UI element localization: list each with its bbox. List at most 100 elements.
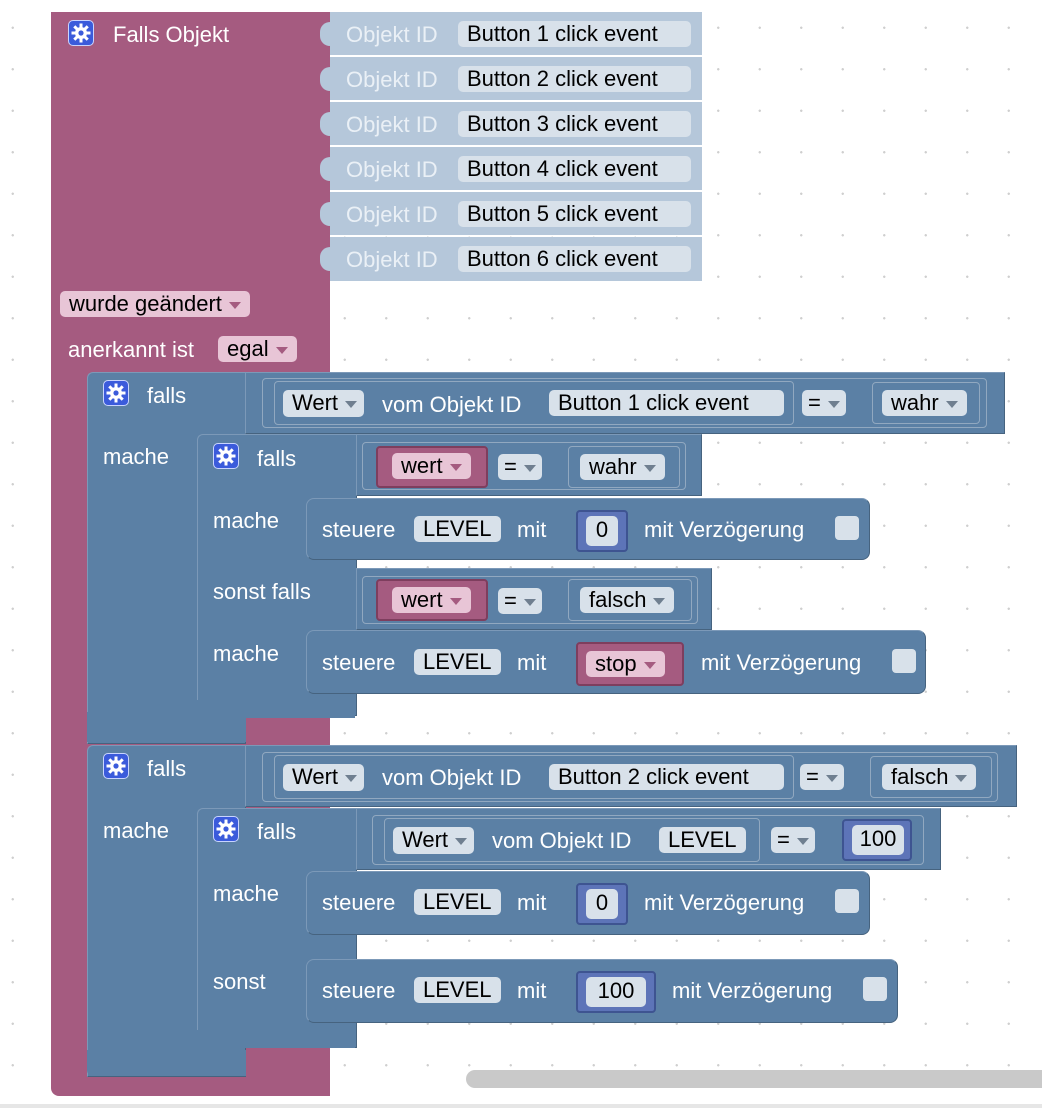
- chevron-down-icon: [523, 598, 536, 606]
- target-field[interactable]: LEVEL: [414, 516, 501, 542]
- target-field[interactable]: LEVEL: [414, 889, 501, 915]
- if-block-2-foot: [87, 1050, 246, 1076]
- control-label: steuere: [322, 517, 396, 542]
- variable-label: wert: [401, 453, 443, 478]
- gear-icon[interactable]: [103, 753, 129, 779]
- delay-checkbox[interactable]: [835, 516, 859, 540]
- chevron-down-icon: [653, 597, 666, 605]
- stop-dropdown[interactable]: stop: [586, 651, 665, 677]
- variable-dropdown[interactable]: wert: [392, 587, 471, 613]
- if-label: falls: [147, 383, 187, 408]
- chevron-down-icon: [228, 301, 241, 309]
- slot-connector: [320, 22, 330, 46]
- boolean-dropdown[interactable]: falsch: [882, 764, 977, 790]
- object-id-label: Objekt ID: [346, 247, 438, 272]
- value-dropdown-label: Wert: [292, 390, 339, 415]
- stop-label: stop: [595, 651, 637, 676]
- chevron-down-icon: [449, 463, 462, 471]
- changed-dropdown[interactable]: wurde geändert: [60, 291, 250, 317]
- bottom-border: [0, 1104, 1042, 1108]
- with-delay-label: mit Verzögerung: [672, 978, 833, 1003]
- of-object-label: vom Objekt ID: [492, 828, 632, 853]
- delay-checkbox[interactable]: [892, 649, 916, 673]
- object-id-label: Objekt ID: [346, 112, 438, 137]
- trigger-head-bar: [51, 12, 330, 292]
- boolean-dropdown[interactable]: wahr: [882, 390, 967, 416]
- number-block[interactable]: [576, 883, 628, 925]
- boolean-label: wahr: [589, 454, 637, 479]
- chevron-down-icon: [796, 837, 809, 845]
- number-field[interactable]: 0: [586, 516, 618, 546]
- equals-dropdown[interactable]: =: [498, 588, 542, 614]
- boolean-dropdown[interactable]: wahr: [580, 454, 665, 480]
- equals-label: =: [777, 827, 790, 852]
- gear-icon[interactable]: [68, 20, 94, 46]
- object-id-label: Objekt ID: [346, 202, 438, 227]
- if-label: falls: [257, 819, 297, 844]
- object-id-field[interactable]: Button 6 click event: [458, 246, 691, 272]
- equals-label: =: [806, 764, 819, 789]
- horizontal-scrollbar[interactable]: [466, 1070, 1042, 1088]
- with-label: mit: [517, 650, 547, 675]
- chevron-down-icon: [825, 774, 838, 782]
- value-dropdown-label: Wert: [402, 827, 449, 852]
- gear-icon[interactable]: [103, 380, 129, 406]
- chevron-down-icon: [449, 597, 462, 605]
- chevron-down-icon: [955, 774, 968, 782]
- control-label: steuere: [322, 890, 396, 915]
- ack-dropdown-label: egal: [227, 336, 269, 361]
- slot-connector: [320, 247, 330, 271]
- with-label: mit: [517, 517, 547, 542]
- inner-if-foot: [197, 1030, 355, 1048]
- if-label: falls: [147, 756, 187, 781]
- equals-dropdown[interactable]: =: [771, 827, 815, 853]
- object-id-field[interactable]: LEVEL: [659, 827, 746, 853]
- value-dropdown-label: Wert: [292, 764, 339, 789]
- object-id-field[interactable]: Button 2 click event: [458, 66, 691, 92]
- delay-checkbox[interactable]: [863, 977, 887, 1001]
- object-id-label: Objekt ID: [346, 67, 438, 92]
- chevron-down-icon: [275, 346, 288, 354]
- object-id-field[interactable]: Button 1 click event: [549, 390, 784, 416]
- gear-icon[interactable]: [213, 443, 239, 469]
- object-id-field[interactable]: Button 2 click event: [549, 764, 784, 790]
- equals-dropdown[interactable]: =: [802, 390, 846, 416]
- with-delay-label: mit Verzögerung: [644, 517, 805, 542]
- object-id-field[interactable]: Button 5 click event: [458, 201, 691, 227]
- do-label: mache: [213, 641, 280, 666]
- if-label: falls: [257, 446, 297, 471]
- target-field[interactable]: LEVEL: [414, 649, 501, 675]
- object-id-field[interactable]: Button 1 click event: [458, 21, 691, 47]
- chevron-down-icon: [827, 400, 840, 408]
- control-label: steuere: [322, 650, 396, 675]
- value-dropdown[interactable]: Wert: [283, 764, 365, 791]
- variable-dropdown[interactable]: wert: [392, 453, 471, 479]
- delay-checkbox[interactable]: [835, 889, 859, 913]
- of-object-label: vom Objekt ID: [382, 765, 522, 790]
- changed-dropdown-label: wurde geändert: [69, 291, 222, 316]
- equals-label: =: [504, 454, 517, 479]
- number-field[interactable]: 100: [852, 825, 904, 855]
- target-field[interactable]: LEVEL: [414, 977, 501, 1003]
- equals-label: =: [504, 588, 517, 613]
- number-field[interactable]: 0: [586, 889, 618, 919]
- boolean-dropdown[interactable]: falsch: [580, 587, 675, 613]
- value-dropdown[interactable]: Wert: [283, 390, 365, 417]
- boolean-label: falsch: [589, 587, 647, 612]
- chevron-down-icon: [455, 837, 468, 845]
- equals-dropdown[interactable]: =: [800, 764, 844, 790]
- object-id-field[interactable]: Button 3 click event: [458, 111, 691, 137]
- do-label: mache: [103, 818, 170, 843]
- object-id-field[interactable]: Button 4 click event: [458, 156, 691, 182]
- ack-dropdown[interactable]: egal: [218, 336, 297, 362]
- chevron-down-icon: [345, 774, 358, 782]
- value-dropdown[interactable]: Wert: [393, 827, 475, 854]
- gear-icon[interactable]: [213, 816, 239, 842]
- slot-connector: [320, 202, 330, 226]
- equals-dropdown[interactable]: =: [498, 454, 542, 480]
- inner-if-foot: [197, 700, 355, 718]
- do-label: mache: [213, 508, 280, 533]
- slot-connector: [320, 112, 330, 136]
- variable-label: wert: [401, 587, 443, 612]
- number-field[interactable]: 100: [586, 977, 646, 1007]
